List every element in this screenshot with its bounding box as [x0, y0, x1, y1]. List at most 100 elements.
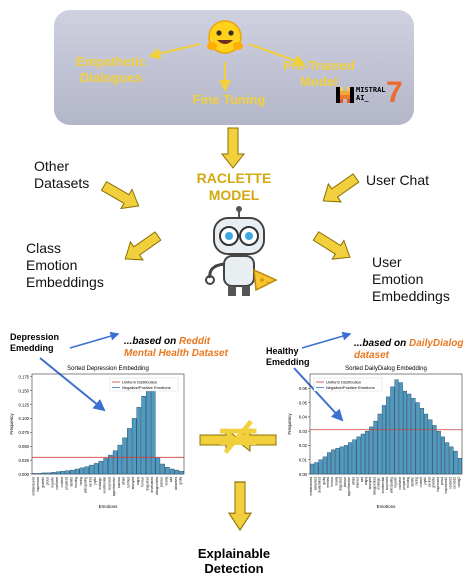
x-tick-label: anticipating: [389, 477, 393, 493]
mistral-logo: MISTRAL AI_ 7: [336, 76, 408, 109]
bar: [79, 467, 85, 475]
bar: [419, 408, 424, 475]
depression-chart: Sorted Depression Embedding0.0000.0250.0…: [9, 366, 185, 509]
x-tick-label: grateful: [432, 477, 436, 488]
user-chat-label: User Chat: [366, 172, 430, 188]
bar: [65, 470, 70, 475]
bar: [377, 413, 382, 475]
bar: [360, 433, 365, 475]
bar: [318, 459, 323, 475]
x-tick-label: caring: [415, 477, 419, 486]
bar: [98, 461, 104, 475]
bar: [84, 466, 89, 475]
x-tick-label: impressed: [36, 477, 40, 492]
bar: [373, 420, 378, 475]
chart-frame: [309, 373, 463, 475]
legend-label: Negative/Positive Emotions: [122, 385, 171, 390]
x-tick-label: embarrassed: [309, 477, 313, 496]
bar: [51, 472, 56, 475]
legend-label: Negative/Positive Emotions: [326, 385, 375, 390]
x-tick-label: faithful: [410, 477, 414, 487]
explainable-detection-label: Explainable Detection: [197, 546, 271, 576]
bar: [89, 464, 94, 475]
other-datasets-label: Other Datasets: [34, 158, 90, 191]
x-tick-label: faithful: [69, 477, 73, 487]
dailydialog-chart: Sorted DailyDialog Embedding0.000.010.02…: [287, 366, 463, 509]
not-equal-symbol: ≠: [214, 401, 263, 469]
bar: [390, 386, 395, 475]
x-tick-label: disgusted: [339, 477, 343, 491]
bar: [424, 413, 429, 475]
y-tick-label: 0.000: [19, 472, 30, 477]
legend-label: Uniform Distribution: [326, 380, 361, 385]
x-tick-label: terrified: [126, 477, 130, 488]
y-tick-label: 0.05: [299, 400, 308, 405]
y-tick-label: 0.075: [19, 430, 30, 435]
x-tick-label: afraid: [122, 477, 126, 485]
bar: [326, 452, 332, 475]
x-tick-label: proud: [46, 477, 50, 485]
hugging-face-icon: [207, 20, 243, 54]
x-tick-label: surprised: [107, 477, 111, 490]
bar: [411, 398, 416, 475]
raclette-model-title: RACLETTE MODEL: [196, 170, 272, 203]
bar: [112, 450, 118, 475]
mistral-7: 7: [386, 76, 403, 109]
robot-icon: [205, 206, 278, 296]
x-tick-label: content2: [448, 477, 452, 489]
bar: [117, 444, 123, 475]
mistral-text: MISTRAL AI_: [356, 86, 386, 102]
x-tick-label: confident: [55, 477, 59, 490]
x-tick-label: apprehensive: [112, 477, 116, 496]
bar: [60, 471, 66, 475]
bar: [314, 462, 319, 475]
bar: [348, 442, 353, 475]
bar: [343, 445, 348, 475]
y-tick-label: 0.125: [19, 402, 30, 407]
x-tick-label: apprehensive: [347, 477, 351, 496]
x-tick-label: excited2: [453, 477, 457, 489]
y-tick-label: 0.01: [299, 458, 308, 463]
bar: [381, 405, 386, 475]
bar: [136, 407, 142, 475]
x-axis-label: Emotions: [99, 504, 119, 509]
healthy-source-name: DailyDialog dataset: [354, 338, 464, 361]
x-tick-label: jealous: [343, 477, 347, 489]
x-tick-label: hopeful: [394, 477, 398, 488]
x-tick-label: embarrassed: [31, 477, 35, 496]
bar: [160, 463, 165, 475]
bar: [146, 386, 151, 475]
bar: [70, 469, 75, 475]
bar: [179, 471, 184, 475]
x-tick-label: nostalgic: [377, 477, 381, 490]
x-tick-label: sad: [169, 477, 173, 482]
bar: [122, 437, 127, 475]
bar: [445, 442, 450, 475]
x-tick-label: angry: [364, 477, 368, 485]
chart-frame: [31, 373, 185, 475]
bar: [407, 393, 412, 475]
x-tick-label: ashamed: [174, 477, 178, 490]
bar: [127, 428, 132, 475]
x-tick-label: nostalgic: [98, 477, 102, 490]
x-tick-label: impressed2: [444, 477, 448, 494]
class-emotion-label: Class Emotion Embeddings: [26, 240, 104, 290]
pretrained-model-label: Pre-Trained Model: [283, 58, 355, 89]
x-tick-label: joyful: [93, 477, 97, 486]
x-tick-label: sentimental: [381, 477, 385, 494]
bar: [356, 436, 361, 475]
x-tick-label: content: [419, 477, 423, 488]
bar: [394, 379, 399, 475]
x-tick-label: disgusted: [145, 477, 149, 491]
x-tick-label: anxious: [117, 477, 121, 488]
depression-source-prefix: ...based on: [124, 336, 180, 347]
x-tick-label: terrified: [326, 477, 330, 488]
fine-tuning-label: Fine Tuning: [192, 92, 266, 107]
bar: [415, 402, 420, 475]
bar: [339, 446, 344, 475]
bar: [402, 390, 408, 475]
bar: [453, 450, 458, 475]
bar: [141, 396, 146, 475]
y-axis-label: Frequency: [9, 413, 14, 435]
